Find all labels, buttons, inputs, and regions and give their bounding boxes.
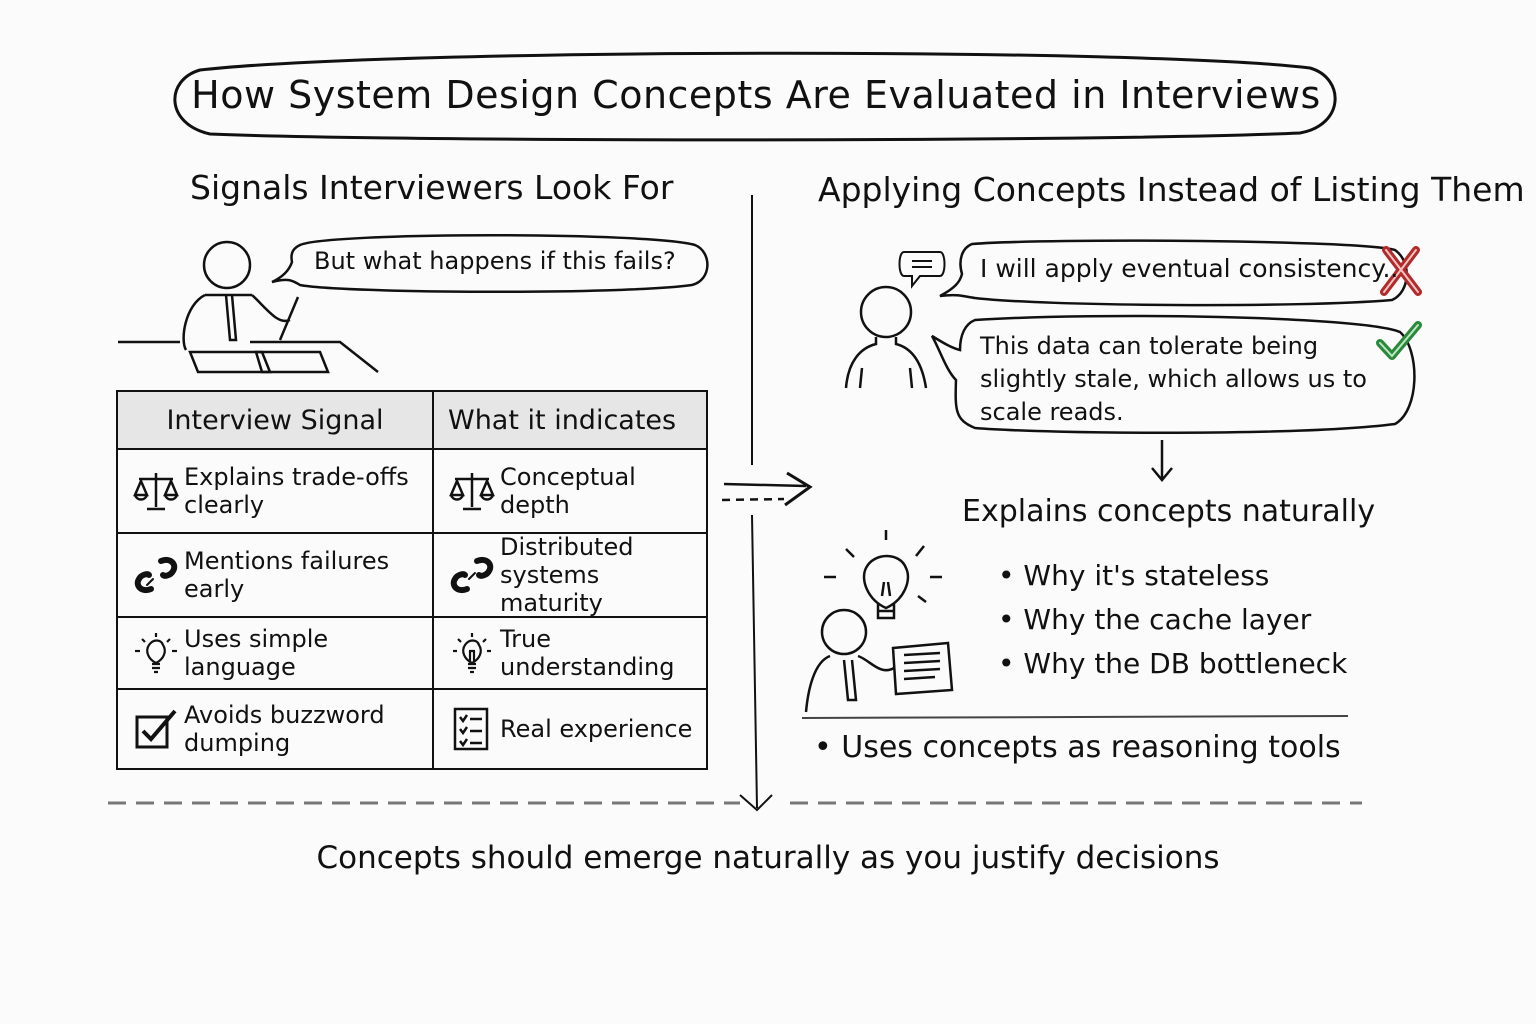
presenter-figure: [804, 530, 954, 713]
scale-icon: [128, 469, 184, 513]
footer-takeaway: Concepts should emerge naturally as you …: [316, 840, 1220, 876]
good-example-speech: This data can tolerate being slightly st…: [980, 332, 1367, 426]
table-row-signal: Mentions failures early: [118, 534, 434, 618]
page-title: How System Design Concepts Are Evaluated…: [191, 73, 1321, 117]
bullet-item: Why the DB bottleneck: [998, 642, 1347, 686]
lightbulb-icon: [128, 631, 184, 675]
table-row-signal: Avoids buzzword dumping: [118, 690, 434, 768]
bad-example-speech: I will apply eventual consistency..: [980, 254, 1399, 283]
left-section-heading: Signals Interviewers Look For: [190, 168, 674, 207]
table-row-indicates: Conceptual depth: [434, 450, 706, 534]
scale-icon: [444, 469, 500, 513]
summary-bullet-list: Uses concepts as reasoning tools: [814, 726, 1340, 770]
table-row-indicates: Distributed systems maturity: [434, 533, 706, 618]
summary-bullet: Uses concepts as reasoning tools: [814, 726, 1340, 770]
checkbox-icon: [128, 707, 184, 751]
broken-link-icon: [444, 553, 500, 597]
table-row-signal: Uses simple language: [118, 618, 434, 690]
lightbulb-icon: [444, 631, 500, 675]
interviewer-figure: [118, 240, 379, 374]
right-section-heading: Applying Concepts Instead of Listing The…: [818, 170, 1525, 209]
reasoning-bullets: Why it's stateless Why the cache layer W…: [998, 554, 1347, 686]
broken-link-icon: [128, 553, 184, 597]
table-row-signal: Explains trade-offs clearly: [118, 450, 434, 534]
signals-table: Interview Signal What it indicates Expla…: [116, 390, 708, 770]
correct-check-icon: [1376, 321, 1422, 360]
table-row-indicates: True understanding: [434, 618, 706, 690]
wrong-x-icon: [1380, 246, 1422, 296]
result-heading: Explains concepts naturally: [962, 494, 1376, 529]
table-row-indicates: Real experience: [434, 690, 706, 768]
bullet-item: Why it's stateless: [998, 554, 1347, 598]
checklist-icon: [444, 705, 500, 753]
candidate-figure: [844, 285, 928, 389]
interviewer-speech: But what happens if this fails?: [314, 247, 676, 275]
column-header-indicates: What it indicates: [434, 392, 706, 450]
column-header-signal: Interview Signal: [118, 392, 434, 450]
bullet-item: Why the cache layer: [998, 598, 1347, 642]
